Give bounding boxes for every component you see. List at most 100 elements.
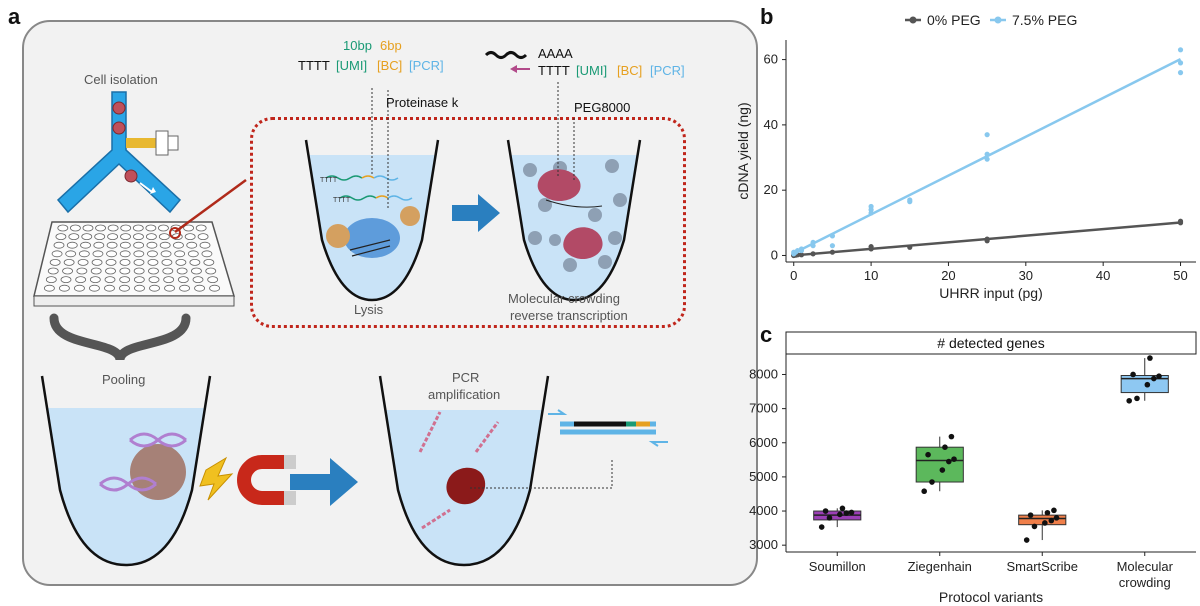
plate-well [197,233,209,241]
primer-umi: [UMI] [336,58,367,73]
plate-well [133,250,145,258]
legend-label: 0% PEG [927,12,981,28]
amplicon-icon [548,409,668,447]
reaction-inset-box [250,117,686,328]
box-point [1023,537,1030,543]
peg8000-label: PEG8000 [574,100,630,115]
plate-well [184,233,196,241]
x-tick-label: SmartScribe [1006,559,1078,574]
plate-well [53,241,65,249]
box-point [837,511,843,518]
mrna-squiggle [484,51,528,59]
legend-label: 7.5% PEG [1012,12,1077,28]
lightning-icon [199,456,234,501]
plate-well [160,250,172,258]
rt-primer-tttt: TTTT [538,63,570,78]
rt-primer-umi: [UMI] [576,63,607,78]
x-tick-label: 50 [1173,268,1187,283]
chart-title: # detected genes [937,335,1044,351]
primer-tttt: TTTT [298,58,330,73]
data-point [907,197,913,203]
plate-well [70,224,81,232]
plate-well [189,258,201,266]
plate-well [59,284,70,292]
plate-well [78,250,90,258]
lysis-tube: TTTT TTTT [304,139,440,302]
pooling-brace [49,313,191,362]
plate-well [194,284,205,292]
box-point [929,479,935,485]
plate-well [91,258,103,266]
x-tick-label: 20 [941,268,955,283]
plate-well [192,276,204,284]
rt-arrow-icon [510,65,517,73]
y-tick-label: 3000 [749,537,778,552]
plate-well [75,276,87,284]
y-tick-label: 40 [764,117,778,132]
plate-well [74,284,85,292]
panel-letter-b: b [760,4,774,29]
data-point [798,246,805,252]
plate-well [147,258,159,266]
box-point [951,456,957,462]
plate-well [81,233,93,241]
data-point [1177,218,1184,224]
box-point [826,515,833,521]
plate-well [94,233,106,241]
pooling-label: Pooling [102,372,145,387]
plate-well [120,224,132,232]
bc-length-label: 6bp [380,38,402,53]
y-tick-label: 0 [771,247,778,262]
plate-well [158,233,170,241]
box-point [1048,517,1055,524]
plate-well [77,258,89,266]
pooling-tube [40,375,212,567]
box-point [818,524,825,530]
plate-well [105,258,117,266]
plate-well [76,267,88,275]
plate-well [187,250,199,258]
plate-well [119,241,131,249]
plate-well [133,276,145,284]
proteinase-label: Proteinase k [386,95,459,110]
x-tick-label: 10 [864,268,878,283]
box-point [1156,373,1162,379]
box-point [1134,395,1140,402]
x-tick-label: 40 [1096,268,1110,283]
schematic-drawing: TTTT TTTT [33,38,685,567]
box-body [915,446,964,483]
box-body [1018,514,1067,526]
arrow-pool-to-pcr [290,458,358,506]
plate-well [176,267,188,275]
plate-well [82,224,94,232]
data-point [868,203,874,210]
box-point [1130,371,1136,378]
plate-well [163,276,175,284]
plate-well [173,241,184,249]
box-point [822,508,829,514]
umi-length-label: 10bp [343,38,372,53]
primer-bc: [BC] [377,58,402,73]
plate-well [199,241,211,249]
plate-well [57,224,69,232]
plate-well [92,250,104,258]
plate-well [119,250,131,258]
box-point [1051,507,1057,514]
plate-well [47,267,59,275]
plate-well [175,258,187,266]
y-tick-label: 20 [764,182,778,197]
y-tick-label: 7000 [749,401,778,416]
plate-well [209,284,220,292]
plate-well [164,284,175,292]
data-point [984,156,990,162]
y-axis-label: cDNA yield (ng) [735,102,751,199]
plate-well [162,267,174,275]
y-tick-label: 6000 [749,435,778,450]
plate-well [203,258,215,266]
plate-well [51,250,63,258]
x-tick-label: Soumillon [809,559,866,574]
plate-well [201,250,213,258]
box-point [1151,375,1157,382]
plate-well [89,276,101,284]
